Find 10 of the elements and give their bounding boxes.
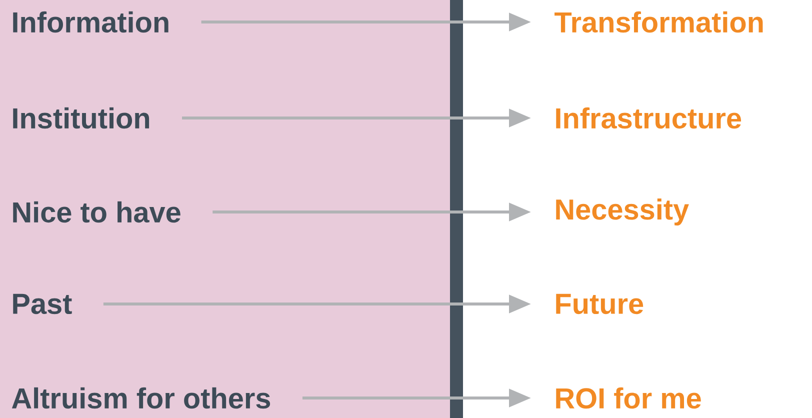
target-label: Necessity [556,198,689,226]
source-label: Institution [13,107,150,129]
target-label: Infrastructure [556,107,742,129]
target-label: Future [556,294,644,314]
source-label: Past [13,294,72,314]
target-label: ROI for me [556,387,701,409]
source-label: Nice to have [13,201,180,223]
source-label: Altruism for others [12,387,270,409]
target-label: Transformation [554,11,763,33]
source-label: Information [13,11,168,33]
